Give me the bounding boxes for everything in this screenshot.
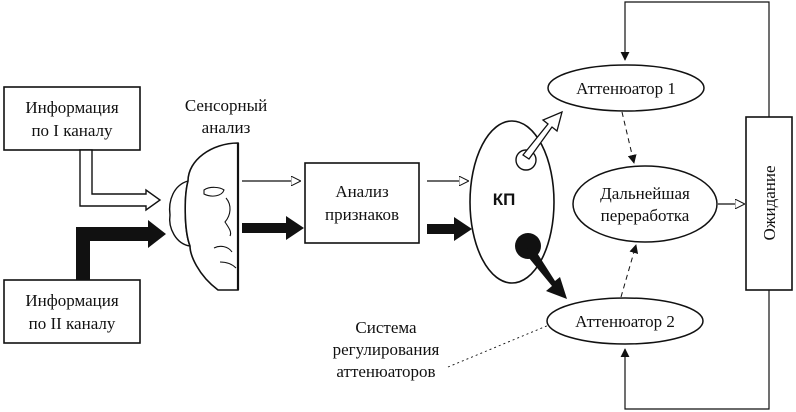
kp-to-attenuator-2-thick-arrow <box>524 245 567 299</box>
channel-1-box <box>3 86 141 151</box>
channel-1-label-line1: Информация <box>25 98 119 117</box>
kp-to-attenuator-1-hollow-arrow <box>522 110 563 160</box>
head-icon <box>168 142 240 291</box>
head-to-features-thick-arrow <box>242 216 304 240</box>
features-box <box>304 162 420 244</box>
expectation-box <box>745 116 793 291</box>
regulation-label-line1: Система <box>355 318 417 337</box>
regulation-label-line2: регулирования <box>333 340 440 359</box>
sensory-label-line1: Сенсорный <box>185 96 267 115</box>
kp-label: КП <box>493 190 516 209</box>
attenuator-2-label: Аттенюатор 2 <box>575 312 675 331</box>
channel-2-label-line2: по II каналу <box>29 314 116 333</box>
features-label-line1: Анализ <box>335 182 389 201</box>
sensory-label-line2: анализ <box>202 118 251 137</box>
attenuator-2-dashed-arrow <box>620 244 639 298</box>
channel-2-thick-arrow <box>76 220 166 280</box>
features-to-kp-thick-arrow <box>427 217 472 241</box>
attenuator-2-ellipse <box>546 297 704 345</box>
channel-2-label-line1: Информация <box>25 291 119 310</box>
expectation-label: Ожидание <box>760 165 779 240</box>
attenuator-1-dashed-arrow <box>621 111 637 164</box>
further-processing-label-line1: Дальнейшая <box>600 184 690 203</box>
channel-1-label-line2: по I каналу <box>31 121 113 140</box>
attenuator-1-label: Аттенюатор 1 <box>576 79 676 98</box>
expectation-feedback-top <box>620 1 770 117</box>
further-processing-label-line2: переработка <box>601 206 690 225</box>
regulation-leader-line <box>447 324 550 368</box>
channel-1-hollow-arrow <box>79 149 162 212</box>
further-processing-ellipse <box>572 165 718 243</box>
attenuator-1-ellipse <box>547 64 705 112</box>
regulation-label-line3: аттенюаторов <box>336 362 435 381</box>
expectation-feedback-bottom <box>620 290 770 410</box>
channel-2-box <box>3 279 141 344</box>
features-label-line2: признаков <box>325 205 399 224</box>
